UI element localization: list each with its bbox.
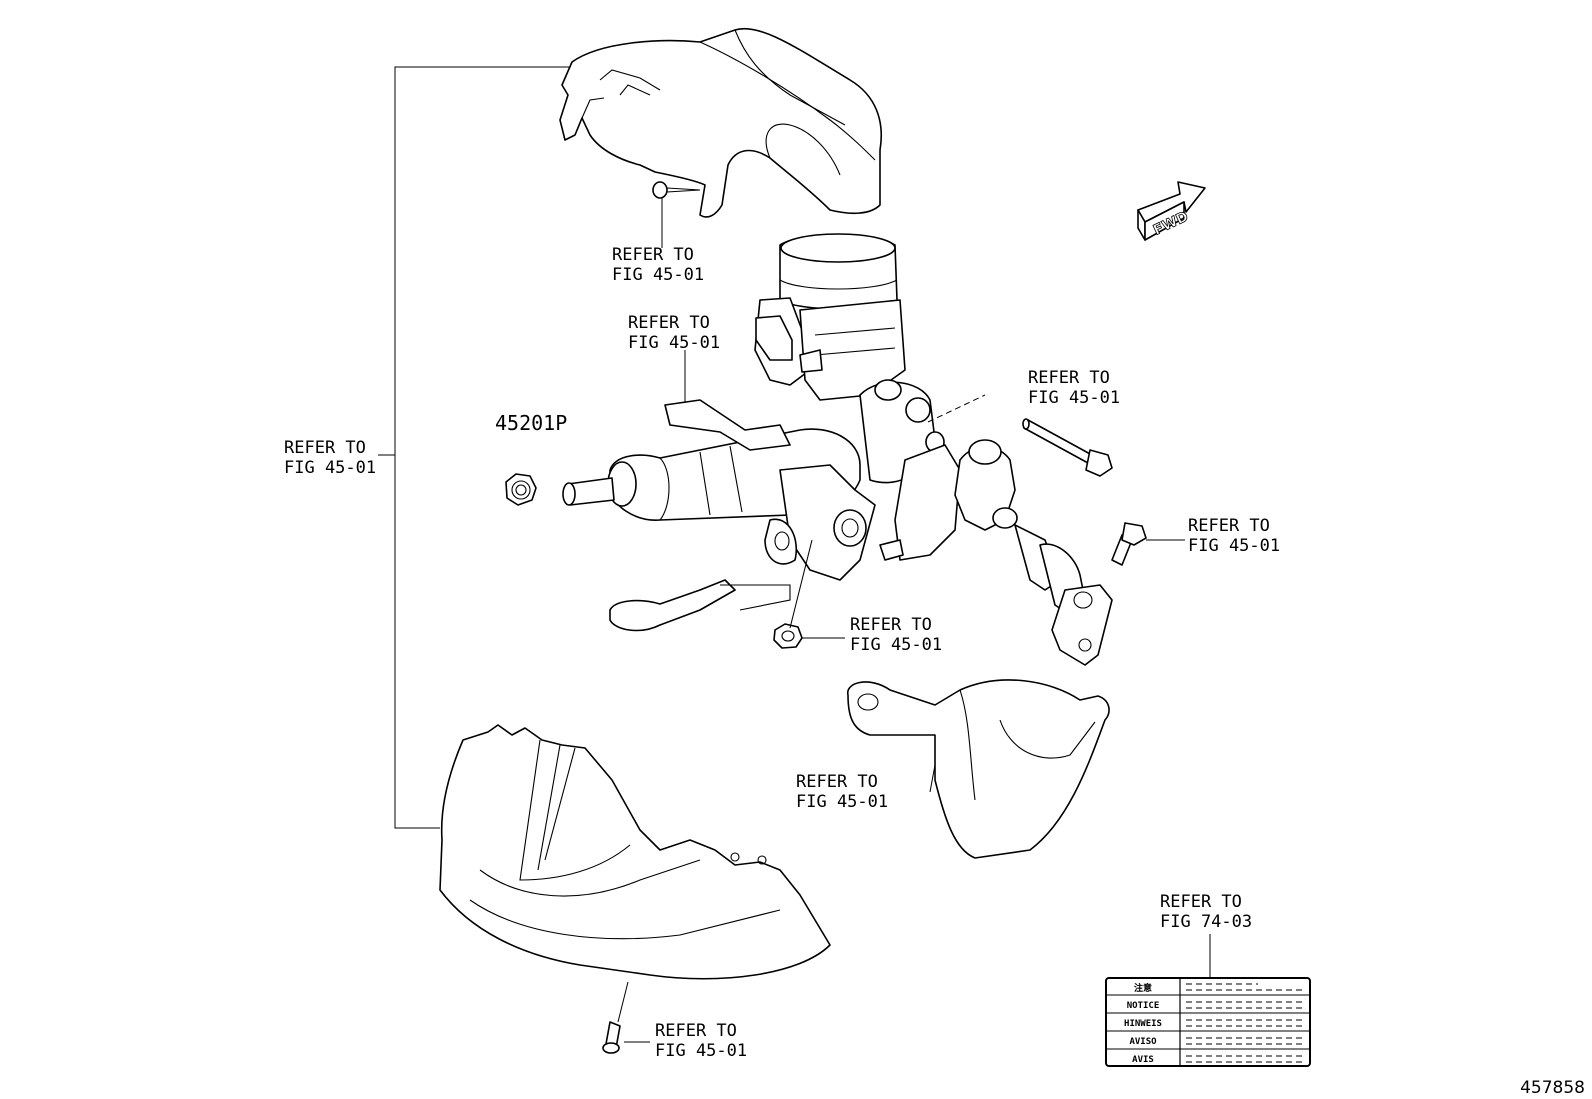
lower-cover-right-refer-line1: REFER TO	[796, 772, 878, 792]
notice-row-2: HINWEIS	[1124, 1019, 1162, 1029]
nut-45201p	[505, 473, 537, 506]
figure-id: 457858	[1520, 1078, 1585, 1098]
lower-cover-right	[847, 679, 1110, 859]
upper-cover-screw-refer-line2: FIG 45-01	[612, 265, 704, 285]
notice-row-4: AVIS	[1132, 1055, 1154, 1065]
steering-column-assembly	[562, 233, 1113, 666]
right-bolt-refer-line2: FIG 45-01	[1188, 536, 1280, 556]
through-bolt-refer-line2: FIG 45-01	[1028, 388, 1120, 408]
fwd-arrow-icon: FWD	[1137, 181, 1206, 241]
right-bolt	[1111, 522, 1185, 566]
notice-row-3: AVISO	[1129, 1037, 1157, 1047]
upper-column-cover	[559, 27, 882, 218]
caution-label-refer-line1: REFER TO	[1160, 892, 1242, 912]
center-nut-refer-line1: REFER TO	[850, 615, 932, 635]
column-bracket-refer-line2: FIG 45-01	[628, 333, 720, 353]
left-bracket-leader	[378, 66, 570, 829]
upper-cover-screw	[652, 181, 701, 248]
notice-row-1: NOTICE	[1127, 1001, 1160, 1011]
lower-screw-refer-line2: FIG 45-01	[655, 1041, 747, 1061]
column-bracket-refer-line1: REFER TO	[628, 313, 710, 333]
upper-cover-screw-refer-line1: REFER TO	[612, 245, 694, 265]
center-nut-refer-line2: FIG 45-01	[850, 635, 942, 655]
lower-screw	[602, 1021, 650, 1054]
lower-cover-left	[439, 724, 831, 1023]
right-bolt-refer-line1: REFER TO	[1188, 516, 1270, 536]
part-number-label: 45201P	[495, 411, 567, 435]
center-nut	[773, 539, 845, 649]
through-bolt	[1022, 418, 1113, 477]
through-bolt-refer-line1: REFER TO	[1028, 368, 1110, 388]
left-bracket-refer-line1: REFER TO	[284, 438, 366, 458]
notice-row-0: 注意	[1134, 982, 1152, 994]
lower-cover-right-refer-line2: FIG 45-01	[796, 792, 888, 812]
lower-screw-refer-line1: REFER TO	[655, 1021, 737, 1041]
notice-label: 注意 NOTICE HINWEIS AVISO AVIS	[1105, 977, 1311, 1067]
left-bracket-refer-line2: FIG 45-01	[284, 458, 376, 478]
caution-label-refer-line2: FIG 74-03	[1160, 912, 1252, 932]
